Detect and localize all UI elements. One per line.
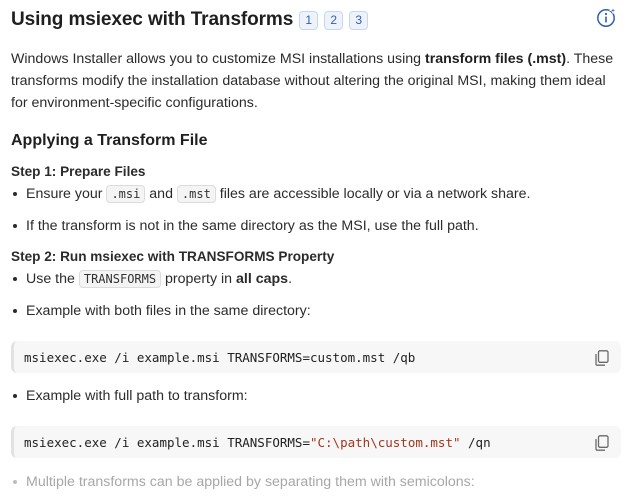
citation-2[interactable]: 2 <box>324 10 344 30</box>
citation-3[interactable]: 3 <box>349 10 369 30</box>
code-block-1[interactable]: msiexec.exe /i example.msi TRANSFORMS=cu… <box>11 341 621 373</box>
inline-code: TRANSFORMS <box>78 270 162 288</box>
code-text: msiexec.exe /i example.msi TRANSFORMS=cu… <box>24 349 416 365</box>
citation-1[interactable]: 1 <box>299 10 319 30</box>
code-segment: /qn <box>460 434 491 450</box>
list-item-text: . <box>288 271 293 287</box>
list-item: Example with full path to transform: <box>11 385 621 407</box>
list-item-text: Use the <box>26 271 79 287</box>
answer-header: Using msiexec with Transforms 1 2 3 <box>11 0 621 38</box>
intro-bold: transform files (.mst) <box>424 51 567 67</box>
step-2-list: Use the TRANSFORMS property in all caps.… <box>11 268 621 322</box>
intro-text-2: . These transforms modify the installati… <box>11 51 614 111</box>
step-2-list-cont: Example with full path to transform: <box>11 385 621 407</box>
list-item: Use the TRANSFORMS property in all caps. <box>11 268 621 290</box>
list-item-text: Ensure your <box>26 186 107 202</box>
list-item: If the transform is not in the same dire… <box>11 215 621 237</box>
list-item-text: and <box>145 186 177 202</box>
list-item-bold: all caps <box>236 271 289 287</box>
list-item: Ensure your .msi and .mst files are acce… <box>11 183 621 205</box>
inline-code: .mst <box>176 185 216 203</box>
list-item: Multiple transforms can be applied by se… <box>11 471 621 493</box>
intro-paragraph: Windows Installer allows you to customiz… <box>11 48 621 114</box>
inline-code: .msi <box>106 185 146 203</box>
step-2-heading: Step 2: Run msiexec with TRANSFORMS Prop… <box>11 249 335 264</box>
step-1-heading: Step 1: Prepare Files <box>11 164 146 179</box>
step-1-list: Ensure your .msi and .mst files are acce… <box>11 183 621 237</box>
section-heading: Applying a Transform File <box>11 132 208 149</box>
info-sparkle-icon[interactable] <box>596 6 618 28</box>
intro-text: Windows Installer allows you to customiz… <box>11 51 425 67</box>
code-segment: msiexec.exe /i example.msi TRANSFORMS= <box>24 434 310 450</box>
page-title: Using msiexec with Transforms <box>11 9 294 30</box>
list-item-text: property in <box>161 271 237 287</box>
copy-icon[interactable] <box>595 435 609 451</box>
list-item-text: files are accessible locally or via a ne… <box>215 186 531 202</box>
code-string: "C:\path\custom.mst" <box>309 434 461 450</box>
code-block-2[interactable]: msiexec.exe /i example.msi TRANSFORMS="C… <box>11 426 621 458</box>
list-item: Example with both files in the same dire… <box>11 300 621 322</box>
step-2-list-end: Multiple transforms can be applied by se… <box>11 471 621 493</box>
code-text: msiexec.exe /i example.msi TRANSFORMS="C… <box>24 435 491 450</box>
copy-icon[interactable] <box>595 350 609 366</box>
